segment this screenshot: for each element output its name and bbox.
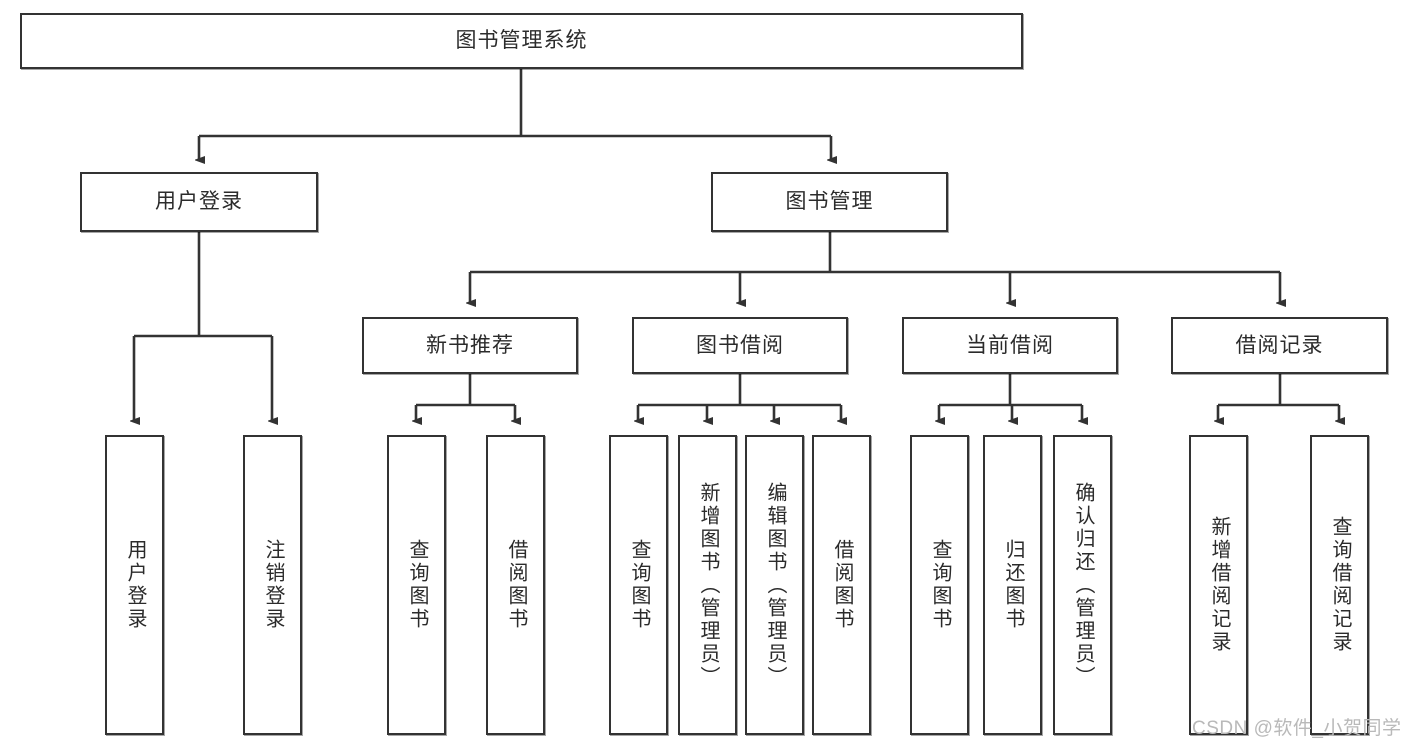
node-leaf-borrow-book-rec-label: 借阅图书	[505, 539, 527, 631]
edge-newbook-to-leaves	[416, 374, 515, 421]
edge-bookborrow-to-leaves	[638, 374, 841, 421]
node-new-book-recommend-label: 新书推荐	[426, 333, 514, 357]
edge-root-to-level2	[199, 69, 831, 160]
node-leaf-query-borrow-record-label: 查询借阅记录	[1329, 516, 1351, 654]
node-leaf-edit-book-admin[interactable]: 编辑图书（管理员）	[745, 435, 804, 735]
node-leaf-query-book-rec-label: 查询图书	[406, 539, 428, 631]
edge-bookmanage-to-level3	[470, 232, 1280, 303]
node-leaf-confirm-return-admin[interactable]: 确认归还（管理员）	[1053, 435, 1112, 735]
node-borrow-record-label: 借阅记录	[1235, 333, 1324, 357]
node-leaf-user-login-label: 用户登录	[124, 539, 146, 631]
node-leaf-user-logout-label: 注销登录	[262, 539, 284, 631]
watermark: CSDN @软件_小贺同学	[1192, 718, 1402, 739]
node-leaf-query-book-rec[interactable]: 查询图书	[387, 435, 446, 735]
node-leaf-user-logout[interactable]: 注销登录	[243, 435, 302, 735]
node-book-borrow[interactable]: 图书借阅	[632, 317, 848, 374]
node-book-manage-label: 图书管理	[785, 190, 874, 214]
node-leaf-query-book-borrow[interactable]: 查询图书	[609, 435, 668, 735]
node-leaf-query-book-borrow-label: 查询图书	[628, 539, 650, 631]
node-user-login[interactable]: 用户登录	[80, 172, 318, 232]
node-leaf-add-borrow-record-label: 新增借阅记录	[1208, 516, 1230, 654]
edge-currentborrow-to-leaves	[939, 374, 1082, 421]
node-leaf-add-borrow-record[interactable]: 新增借阅记录	[1189, 435, 1248, 735]
node-leaf-query-book-current[interactable]: 查询图书	[910, 435, 969, 735]
node-book-borrow-label: 图书借阅	[696, 333, 784, 357]
node-leaf-confirm-return-admin-label: 确认归还（管理员）	[1072, 481, 1094, 689]
node-leaf-borrow-book-rec[interactable]: 借阅图书	[486, 435, 545, 735]
node-current-borrow[interactable]: 当前借阅	[902, 317, 1118, 374]
node-leaf-user-login[interactable]: 用户登录	[105, 435, 164, 735]
node-leaf-return-book-label: 归还图书	[1002, 539, 1024, 631]
node-root[interactable]: 图书管理系统	[20, 13, 1023, 69]
node-leaf-borrow-book-label: 借阅图书	[831, 539, 853, 631]
node-leaf-add-book-admin-label: 新增图书（管理员）	[697, 481, 719, 689]
node-borrow-record[interactable]: 借阅记录	[1171, 317, 1388, 374]
edge-borrowrecord-to-leaves	[1218, 374, 1339, 421]
node-user-login-label: 用户登录	[155, 190, 243, 214]
edge-userlogin-to-leaves	[134, 232, 272, 421]
node-current-borrow-label: 当前借阅	[966, 333, 1054, 357]
node-new-book-recommend[interactable]: 新书推荐	[362, 317, 578, 374]
node-book-manage[interactable]: 图书管理	[711, 172, 948, 232]
node-leaf-edit-book-admin-label: 编辑图书（管理员）	[764, 481, 786, 689]
node-leaf-borrow-book[interactable]: 借阅图书	[812, 435, 871, 735]
node-leaf-query-borrow-record[interactable]: 查询借阅记录	[1310, 435, 1369, 735]
node-root-label: 图书管理系统	[455, 29, 588, 53]
node-leaf-return-book[interactable]: 归还图书	[983, 435, 1042, 735]
node-leaf-query-book-current-label: 查询图书	[929, 539, 951, 631]
node-leaf-add-book-admin[interactable]: 新增图书（管理员）	[678, 435, 737, 735]
